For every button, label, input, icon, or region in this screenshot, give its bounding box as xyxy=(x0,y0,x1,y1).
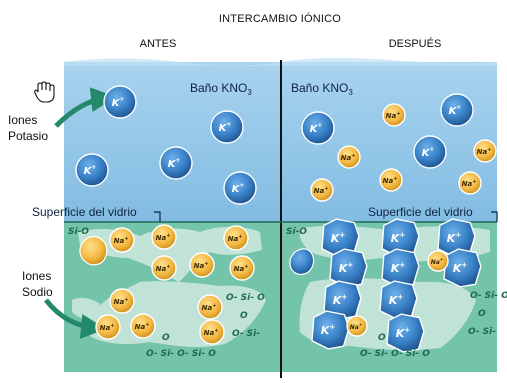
na-ion: Na+ xyxy=(109,227,135,253)
na-ion-glass: Na+ xyxy=(427,250,449,272)
k-ion-bath: K+ xyxy=(301,111,335,145)
na-ion: Na+ xyxy=(95,314,121,340)
na-ion: Na+ xyxy=(223,225,249,251)
na-ion: Na+ xyxy=(109,288,135,314)
after-k-bath-ions: K+ K+ K+ xyxy=(301,93,474,169)
svg-text:Na+: Na+ xyxy=(156,264,171,273)
k-ion: K+ xyxy=(75,153,109,187)
k-ion: K+ xyxy=(210,110,244,144)
na-ion-bath: Na+ xyxy=(379,168,403,192)
before-k-ions: K+ K+ K+ K+ K+ xyxy=(75,85,257,205)
svg-text:Na+: Na+ xyxy=(204,328,219,337)
k-ion: K+ xyxy=(103,85,137,119)
chem-si-o-after: Si-O xyxy=(286,227,307,237)
surface-label-after: Superficie del vidrio xyxy=(368,205,473,219)
chem-o-after-1: O xyxy=(478,309,486,319)
svg-text:Na+: Na+ xyxy=(462,179,477,188)
svg-text:Na+: Na+ xyxy=(234,264,249,273)
k-ion: K+ xyxy=(159,146,193,180)
na-ion: Na+ xyxy=(151,255,177,281)
k-ion-glass: K+ xyxy=(381,248,420,288)
na-ion: Na+ xyxy=(151,224,177,250)
sodium-ions-label-line1: Iones xyxy=(22,269,51,283)
diagram-title: INTERCAMBIO IÓNICO xyxy=(219,12,341,25)
k-ion-glass: K+ xyxy=(329,248,368,288)
bath-label-after: Baño KNO3 xyxy=(291,81,353,97)
chem-o-si-after: O- Si- xyxy=(468,327,496,337)
k-ion-glass: K+ xyxy=(381,218,420,258)
k-ion-bath: K+ xyxy=(440,93,474,127)
svg-text:Na+: Na+ xyxy=(228,234,243,243)
chem-o-si-o-si-o-after: O- Si- O- Si- O xyxy=(360,349,430,359)
svg-text:Na+: Na+ xyxy=(135,322,150,331)
svg-text:Na+: Na+ xyxy=(114,297,129,306)
svg-text:Na+: Na+ xyxy=(114,236,129,245)
partial-k-ion-after xyxy=(289,248,315,275)
na-ion-bath: Na+ xyxy=(473,139,497,163)
k-ion-glass: K+ xyxy=(386,313,425,353)
chem-si-o-before: Si-O xyxy=(68,227,89,237)
na-ion-bath: Na+ xyxy=(310,178,334,202)
svg-text:Na+: Na+ xyxy=(194,261,209,270)
sodium-ions-label-line2: Sodio xyxy=(22,285,53,299)
before-header: ANTES xyxy=(140,38,177,50)
partial-na-ion-before xyxy=(79,235,108,266)
svg-text:Na+: Na+ xyxy=(477,147,492,156)
after-k-glass-ions: K+K+K+K+K+K+K+K+K+K+ xyxy=(311,218,482,353)
k-ion-glass: K+ xyxy=(321,218,360,258)
k-ion-glass: K+ xyxy=(443,248,482,288)
svg-text:Na+: Na+ xyxy=(100,323,115,332)
after-na-bath-ions: Na+ Na+ Na+ Na+ Na+ Na+ xyxy=(310,103,497,202)
surface-bracket-before xyxy=(154,211,161,222)
na-ion: Na+ xyxy=(189,252,215,278)
potassium-ions-label-line2: Potasio xyxy=(8,129,48,143)
svg-text:Na+: Na+ xyxy=(156,233,171,242)
chem-o-si-before: O- Si- xyxy=(232,329,260,339)
svg-text:Na+: Na+ xyxy=(386,111,401,120)
surface-bracket-after xyxy=(491,211,498,222)
after-header: DESPUÉS xyxy=(389,37,442,50)
na-ion: Na+ xyxy=(130,313,156,339)
chem-o-after-2: O xyxy=(378,333,386,343)
sodium-arrow xyxy=(44,298,106,339)
svg-text:Na+: Na+ xyxy=(350,322,362,331)
chem-o-si-o-after: O- Si- O xyxy=(470,291,507,301)
na-ion-bath: Na+ xyxy=(458,171,482,195)
k-ion-glass: K+ xyxy=(379,280,418,320)
potassium-ions-label-line1: Iones xyxy=(8,113,37,127)
before-na-ions: Na+ Na+ Na+ Na+ Na+ Na+ Na+ Na+ Na+ Na+ Na+ xyxy=(95,224,255,345)
k-ion-glass: K+ xyxy=(437,218,476,258)
chem-o-before-2: O xyxy=(162,333,170,343)
chem-o-before-1: O xyxy=(240,311,248,321)
na-ion-bath: Na+ xyxy=(337,145,361,169)
na-ion: Na+ xyxy=(197,294,223,320)
na-ion-glass: Na+ xyxy=(346,315,368,337)
k-ion: K+ xyxy=(223,171,257,205)
chem-o-si-o-before: O- Si- O xyxy=(226,293,265,303)
svg-text:Na+: Na+ xyxy=(202,303,217,312)
k-ion-glass: K+ xyxy=(311,310,350,350)
svg-text:Na+: Na+ xyxy=(314,186,329,195)
k-ion-bath: K+ xyxy=(413,135,447,169)
potassium-arrow xyxy=(54,87,116,128)
bath-label-before: Baño KNO3 xyxy=(190,81,252,97)
svg-text:Na+: Na+ xyxy=(341,153,356,162)
hand-pointer-icon xyxy=(34,81,55,103)
na-ion: Na+ xyxy=(229,255,255,281)
svg-text:Na+: Na+ xyxy=(383,176,398,185)
surface-label-before: Superficie del vidrio xyxy=(32,205,137,219)
na-ion: Na+ xyxy=(199,319,225,345)
na-ion-bath: Na+ xyxy=(382,103,406,127)
after-na-glass-ions: Na+ Na+ xyxy=(346,250,449,337)
bath-top-wave xyxy=(64,57,497,66)
svg-text:Na+: Na+ xyxy=(431,257,443,266)
chem-o-si-o-si-o-before: O- Si- O- Si- O xyxy=(146,349,216,359)
